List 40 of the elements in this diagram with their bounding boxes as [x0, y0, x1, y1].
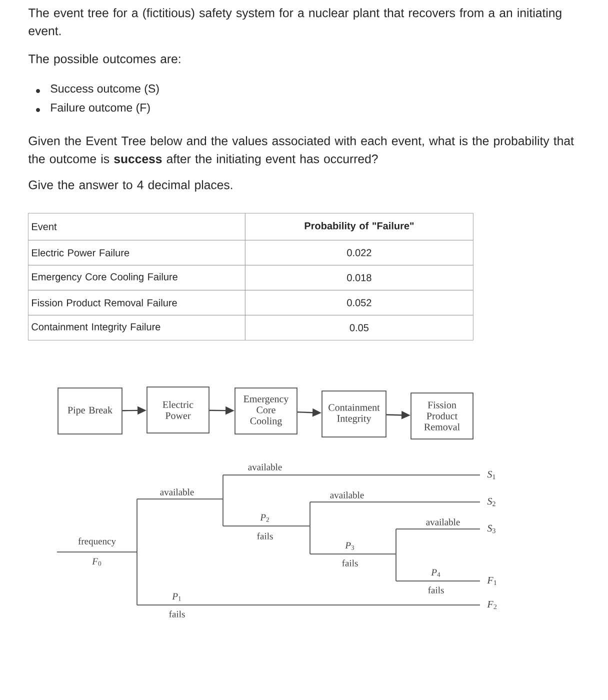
outcome-label: S$_{1}$: [487, 470, 496, 480]
outcome-label: F$_{1}$: [487, 576, 496, 586]
outcome-label: S$_{3}$: [487, 524, 496, 534]
branch-label: available: [330, 492, 364, 498]
branch-label: fails: [428, 586, 444, 594]
table-cell: Electric Power Failure: [28, 240, 246, 266]
question-text: The event tree for a (fictitious) safety system for a nuclear plant that recovers from a an initiating event.: [28, 8, 562, 36]
branch-label: available: [248, 464, 282, 470]
question-text: Given the Event Tree below and the values associated with each event, what is the probability that the outcome is success after the initiating event has occurred?: [28, 136, 574, 166]
branch-label: fails: [342, 560, 358, 566]
table-cell: 0.052: [245, 290, 474, 316]
branch-label: F$_{0}$: [92, 558, 102, 566]
table-cell: 0.022: [245, 240, 474, 266]
branch-label: P$_{4}$: [431, 569, 440, 577]
table-cell: Probability of "Failure": [245, 213, 474, 240]
process-box: Emergency Core Cooling: [234, 388, 298, 434]
branch-label: P$_{2}$: [260, 514, 269, 522]
outcome-label: S$_{2}$: [487, 498, 496, 506]
branch-label: P$_{1}$: [172, 593, 181, 601]
branch-label: available: [160, 488, 194, 496]
process-box: Electric Power: [146, 386, 210, 434]
table-cell: Fission Product Removal Failure: [28, 290, 246, 316]
branch-label: fails: [257, 532, 273, 540]
branch-label: fails: [169, 610, 185, 618]
table-cell: Emergency Core Cooling Failure: [28, 265, 246, 290]
table-cell: Containment Integrity Failure: [28, 315, 246, 340]
table-cell: 0.05: [245, 315, 474, 340]
process-box: Containment Integrity: [322, 390, 386, 438]
process-box: Fission Product Removal: [410, 392, 474, 440]
question-text: The possible outcomes are:: [28, 54, 180, 66]
question-text: Give the answer to 4 decimal places.: [28, 180, 232, 192]
branch-label: available: [426, 518, 460, 526]
branch-label: frequency: [78, 538, 116, 546]
list-item: Failure outcome (F): [51, 103, 150, 114]
outcome-label: F$_{2}$: [487, 600, 496, 610]
list-item: Success outcome (S): [50, 84, 159, 95]
branch-label: P$_{3}$: [345, 542, 354, 550]
process-box: Pipe Break: [58, 388, 122, 434]
table-cell: 0.018: [245, 265, 474, 290]
table-cell: Event: [28, 213, 246, 240]
